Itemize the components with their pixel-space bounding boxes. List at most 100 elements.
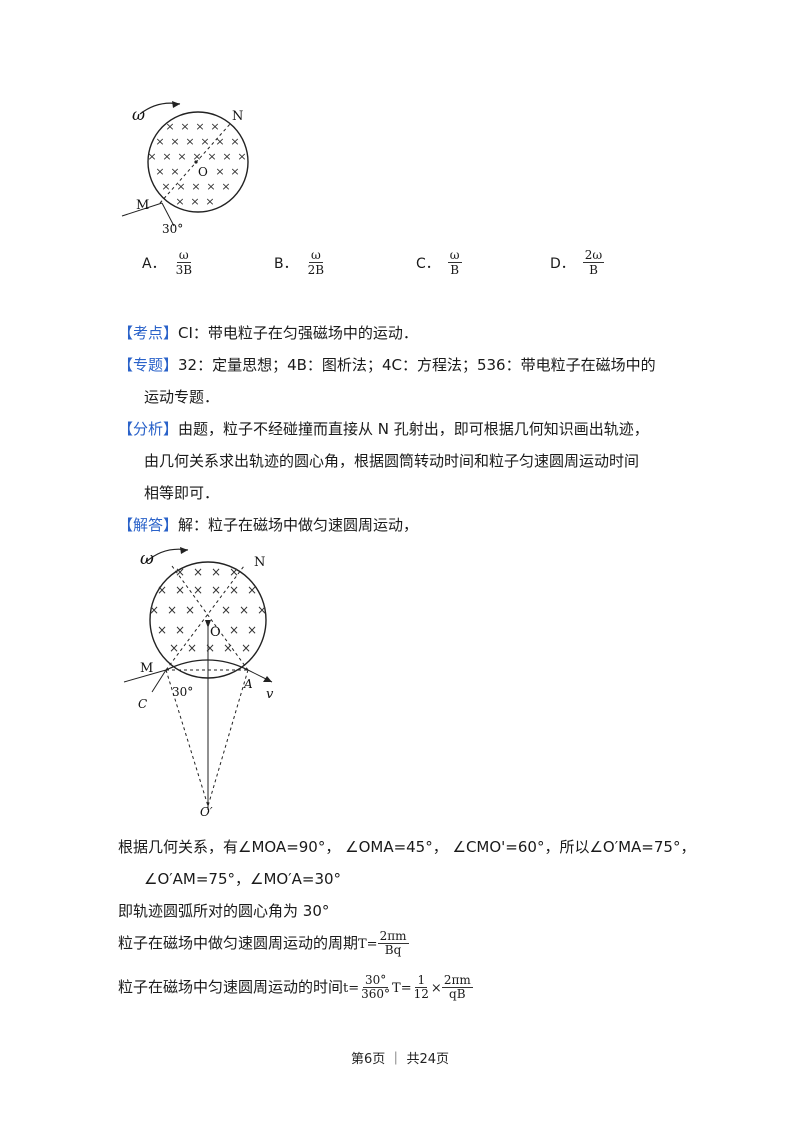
svg-text:×: × — [211, 583, 221, 597]
option-c[interactable]: C． ω B — [416, 248, 462, 277]
arc-angle-line: 即轨迹圆弧所对的圆心角为 30° — [118, 902, 330, 920]
svg-text:×: × — [175, 583, 185, 597]
figure-trajectory-solution: ×××× ×××××× ×××××× ×××× ××××× ω N O M A … — [123, 547, 274, 816]
zhuanti-tag: 【专题】 — [118, 356, 179, 374]
svg-text:×: × — [215, 165, 224, 178]
option-a-num: ω — [176, 248, 191, 263]
fenxi-line-1: 【分析】由题，粒子不经碰撞而直接从 N 孔射出，即可根据几何知识画出轨迹， — [118, 418, 649, 440]
period-den: Bq — [384, 943, 402, 957]
jieda-text: 解：粒子在磁场中做匀速圆周运动， — [178, 516, 419, 534]
time-f2-den: 12 — [413, 987, 429, 1001]
fig2-n-label: N — [254, 555, 265, 570]
option-d-den: B — [589, 263, 598, 277]
option-d-letter: D． — [550, 255, 575, 272]
relation-line-2: ∠O′AM=75°，∠MO′A=30° — [144, 870, 342, 888]
svg-text:×: × — [215, 135, 224, 148]
svg-text:×: × — [221, 603, 231, 617]
svg-text:×: × — [157, 583, 167, 597]
svg-text:×: × — [167, 603, 177, 617]
time-mid: T= — [392, 981, 412, 996]
fig2-o-prime-label: O′ — [200, 805, 213, 816]
option-c-num: ω — [447, 248, 462, 263]
option-a-letter: A． — [142, 255, 166, 272]
option-b-num: ω — [308, 248, 323, 263]
fig2-m-label: M — [140, 661, 153, 676]
svg-text:×: × — [207, 150, 216, 163]
option-b[interactable]: B． ω 2B — [274, 248, 326, 277]
period-prefix: 粒子在磁场中做匀速圆周运动的周期 — [118, 934, 359, 952]
svg-text:×: × — [205, 195, 214, 208]
svg-text:×: × — [165, 120, 174, 133]
fenxi-line-2: 由几何关系求出轨迹的圆心角，根据圆筒转动时间和粒子匀速圆周运动时间 — [144, 452, 640, 470]
svg-text:×: × — [206, 180, 215, 193]
time-times: × — [430, 981, 442, 996]
svg-text:×: × — [200, 135, 209, 148]
svg-text:×: × — [193, 583, 203, 597]
fig1-omega-label: ω — [132, 105, 145, 124]
svg-text:×: × — [180, 120, 189, 133]
option-d[interactable]: D． 2ω B — [550, 248, 605, 277]
svg-text:×: × — [229, 623, 239, 637]
fig1-o-label: O — [198, 165, 208, 179]
fig2-o-label: O — [210, 625, 221, 640]
svg-text:×: × — [155, 165, 164, 178]
svg-text:×: × — [176, 180, 185, 193]
time-lhs: t= — [343, 981, 360, 996]
svg-text:×: × — [157, 623, 167, 637]
svg-text:×: × — [211, 565, 221, 579]
time-f1-num: 30° — [362, 973, 389, 988]
figure-rotating-cylinder: ×××× ×××××× ××××××× ×××× ××××× ××× ω N O… — [121, 101, 249, 236]
option-b-fraction: ω 2B — [306, 248, 326, 277]
svg-text:×: × — [175, 565, 185, 579]
svg-text:×: × — [222, 150, 231, 163]
zhuanti-text-1: 32：定量思想；4B：图析法；4C：方程法；536：带电粒子在磁场中的 — [178, 356, 656, 374]
fig2-omega-label: ω — [140, 549, 154, 569]
time-f3-den: qB — [449, 987, 466, 1001]
option-b-den: 2B — [307, 263, 325, 277]
option-a-den: 3B — [175, 263, 193, 277]
page-footer: 第6页 ｜ 共24页 — [350, 1052, 450, 1067]
svg-text:×: × — [193, 565, 203, 579]
option-c-den: B — [450, 263, 460, 277]
svg-text:×: × — [195, 120, 204, 133]
svg-text:×: × — [170, 165, 179, 178]
svg-text:×: × — [230, 135, 239, 148]
time-fraction-1: 30°360° — [359, 974, 392, 1001]
option-b-letter: B． — [274, 255, 298, 272]
svg-text:×: × — [162, 150, 171, 163]
period-lhs: T= — [358, 937, 378, 952]
zhuanti-line-1: 【专题】32：定量思想；4B：图析法；4C：方程法；536：带电粒子在磁场中的 — [118, 354, 656, 376]
svg-text:×: × — [191, 180, 200, 193]
kaodian-text: CI：带电粒子在匀强磁场中的运动． — [178, 324, 418, 342]
svg-text:×: × — [241, 641, 251, 655]
svg-text:×: × — [155, 135, 164, 148]
option-c-fraction: ω B — [447, 248, 462, 277]
kaodian-line: 【考点】CI：带电粒子在匀强磁场中的运动． — [118, 322, 418, 344]
time-f3-num: 2πm — [441, 973, 473, 988]
fig2-v-label: v — [266, 687, 274, 702]
svg-text:×: × — [229, 565, 239, 579]
svg-text:×: × — [175, 623, 185, 637]
time-prefix: 粒子在磁场中匀速圆周运动的时间 — [118, 978, 344, 996]
jieda-line: 【解答】解：粒子在磁场中做匀速圆周运动， — [118, 514, 418, 536]
svg-text:×: × — [169, 641, 179, 655]
svg-text:×: × — [187, 641, 197, 655]
svg-text:×: × — [147, 150, 156, 163]
svg-text:×: × — [149, 603, 159, 617]
fig1-n-label: N — [232, 109, 243, 124]
fenxi-tag: 【分析】 — [118, 420, 179, 438]
svg-text:×: × — [177, 150, 186, 163]
svg-text:×: × — [170, 135, 179, 148]
time-f1-den: 360° — [361, 987, 391, 1001]
jieda-tag: 【解答】 — [118, 516, 179, 534]
option-d-fraction: 2ω B — [582, 248, 605, 277]
option-a[interactable]: A． ω 3B — [142, 248, 194, 277]
time-f2-num: 1 — [415, 973, 428, 988]
fenxi-text-1: 由题，粒子不经碰撞而直接从 N 孔射出，即可根据几何知识画出轨迹， — [178, 420, 649, 438]
fig2-angle-label: 30° — [172, 685, 193, 699]
